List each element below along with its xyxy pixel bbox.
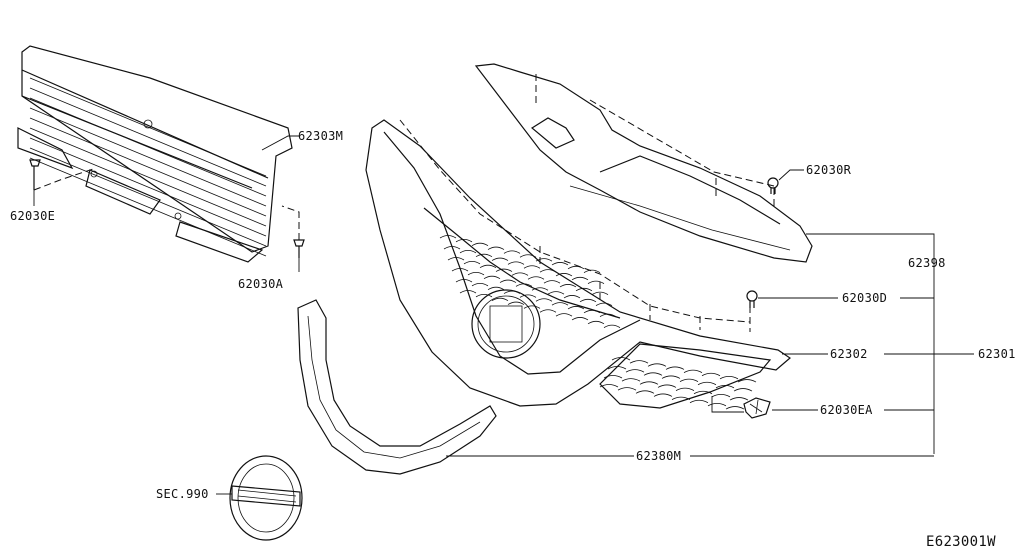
- label-62030d: 62030D: [842, 291, 887, 305]
- label-62030ea: 62030EA: [820, 403, 873, 417]
- lower-grille-mesh[interactable]: [599, 343, 772, 410]
- label-62303m: 62303M: [298, 129, 343, 143]
- label-62398: 62398: [908, 256, 946, 270]
- fastener-part-62030e[interactable]: [29, 159, 97, 191]
- label-sec990: SEC.990: [156, 487, 209, 501]
- label-62302: 62302: [830, 347, 868, 361]
- chrome-molding-part-62380m[interactable]: [297, 299, 497, 475]
- clip-part-62030ea[interactable]: [743, 397, 771, 419]
- main-grille-frame[interactable]: [365, 119, 791, 407]
- clip-part-62030r[interactable]: [767, 177, 779, 194]
- label-62030r: 62030R: [806, 163, 852, 177]
- diagram-id: E623001W: [926, 534, 996, 550]
- label-62380m: 62380M: [636, 449, 681, 463]
- leader-lines: [33, 135, 974, 495]
- guide-dashes-upper: [535, 74, 775, 210]
- upper-cover-part[interactable]: [474, 63, 813, 263]
- clip-part-62030d[interactable]: [746, 290, 758, 308]
- emblem-part[interactable]: [229, 455, 303, 541]
- guide-dashes-frame: [399, 119, 751, 332]
- radiator-grille-part-62303m[interactable]: [17, 45, 293, 263]
- fastener-part-62030a[interactable]: [281, 205, 305, 258]
- label-62030e: 62030E: [10, 209, 55, 223]
- label-62030a: 62030A: [238, 277, 284, 291]
- label-62301: 62301: [978, 347, 1016, 361]
